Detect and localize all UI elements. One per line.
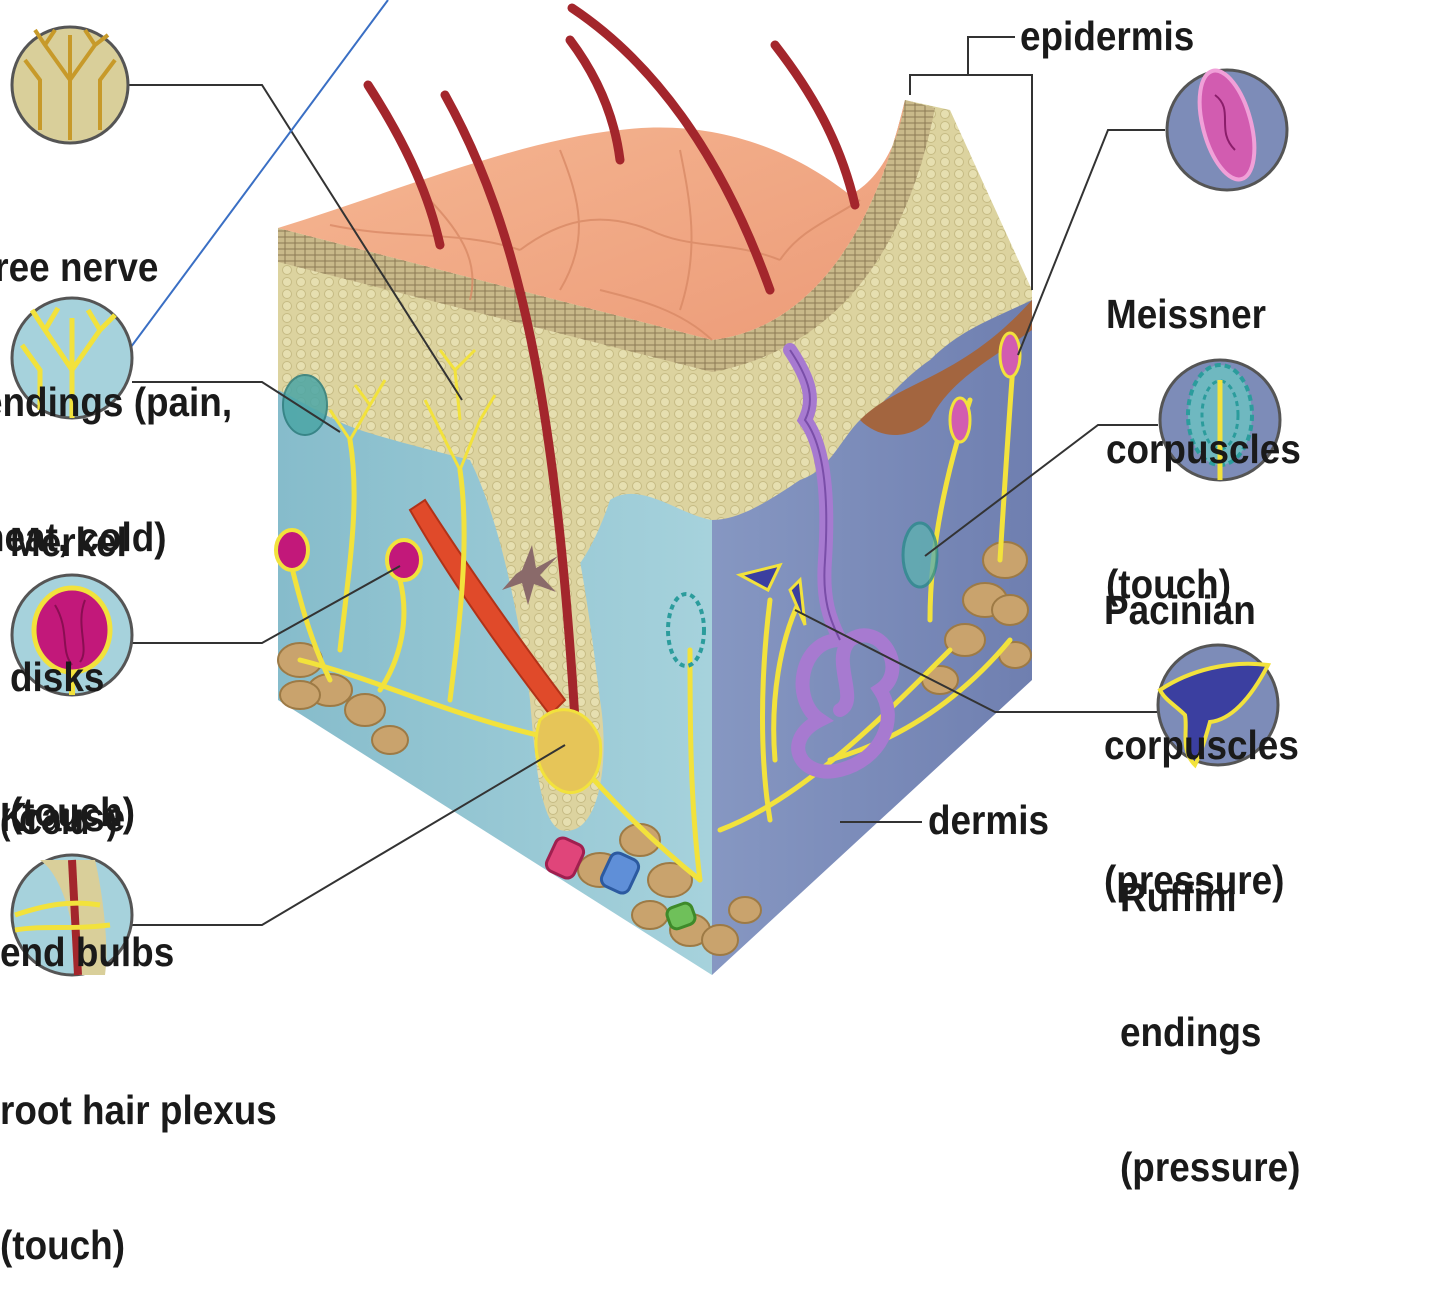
- epidermis-ridges: [860, 300, 1032, 435]
- inset-free-nerve: [10, 25, 130, 145]
- nerve-branches: [328, 348, 497, 471]
- krause-line-2: end bulbs: [0, 929, 175, 975]
- inset-krause: [10, 573, 134, 697]
- melanocyte: [502, 545, 558, 605]
- pacinian-line-1: Pacinian: [1104, 587, 1256, 633]
- pacinian-line-3: (pressure): [1104, 857, 1285, 903]
- ruffini-line-3: (pressure): [1120, 1144, 1301, 1190]
- label-root-hair-plexus: root hair plexus (touch): [0, 998, 277, 1313]
- inset-meissner: [1165, 68, 1289, 192]
- root-hair-line-2: (touch): [0, 1222, 126, 1268]
- label-pacinian-corpuscles: Pacinian corpuscles (pressure): [1104, 498, 1299, 948]
- pacinian-right: [901, 521, 939, 589]
- krause-bulbs-block: [274, 528, 423, 582]
- leader-pacinian: [924, 424, 1158, 557]
- label-meissner-corpuscles: Meissner corpuscles (touch): [1106, 202, 1301, 652]
- label-dermis: dermis: [928, 797, 1050, 843]
- hair-shafts: [363, 3, 860, 725]
- annotation-blue-line: [124, 0, 389, 356]
- pacinian-left: [666, 592, 706, 668]
- blood-vessels: [544, 836, 697, 931]
- label-krause-cold: ( Cold ): [0, 803, 118, 842]
- inset-pacinian: [1158, 358, 1282, 482]
- inset-merkel: [10, 296, 134, 420]
- krause-line-1: Krause: [0, 794, 126, 840]
- diagram-canvas: [10, 0, 1289, 977]
- leader-krause: [132, 565, 401, 644]
- sweat-gland-outline: [789, 349, 841, 641]
- label-merkel-disks: Merkel disks (touch): [10, 430, 135, 880]
- meissner-line-3: (touch): [1106, 561, 1232, 607]
- label-epidermis: epidermis: [1020, 13, 1195, 59]
- ruffini-line-2: endings: [1120, 1009, 1262, 1055]
- merkel-line-3: (touch): [10, 789, 136, 835]
- merkel-line-2: disks: [10, 654, 105, 700]
- label-free-nerve-endings: free nerve endings (pain, heat, cold): [0, 155, 232, 605]
- label-ruffini-endings: Ruffini endings (pressure): [1120, 785, 1300, 1235]
- skin-block: [274, 3, 1032, 975]
- stratum-layer-left: [278, 228, 712, 372]
- fat-lobules: [277, 541, 1032, 956]
- free-nerve-line-2: endings (pain,: [0, 379, 233, 425]
- meissner-block: [948, 331, 1022, 444]
- inset-ruffini: [1156, 643, 1280, 769]
- leader-lines: [128, 36, 1165, 926]
- leader-epidermis: [909, 36, 1033, 290]
- inset-root-hair: [10, 853, 134, 977]
- meissner-line-1: Meissner: [1106, 291, 1266, 337]
- root-hair-plexus-knot: [534, 708, 603, 794]
- merkel-block-cell: [282, 374, 328, 436]
- leader-root-hair: [132, 744, 566, 926]
- leader-free-nerve: [128, 84, 463, 401]
- leader-ruffini: [794, 609, 1158, 713]
- pacinian-line-2: corpuscles: [1104, 722, 1299, 768]
- skin-receptor-diagram: free nerve endings (pain, heat, cold) Me…: [0, 0, 1301, 1268]
- merkel-line-1: Merkel: [10, 519, 127, 565]
- leader-meissner: [1017, 129, 1165, 356]
- leader-merkel: [132, 381, 341, 433]
- stratum-layer-right: [712, 100, 935, 372]
- meissner-line-2: corpuscles: [1106, 426, 1301, 472]
- free-nerve-line-1: free nerve: [0, 244, 159, 290]
- ruffini-line-1: Ruffini: [1120, 874, 1237, 920]
- root-hair-line-1: root hair plexus: [0, 1087, 277, 1133]
- free-nerve-line-3: heat, cold): [0, 514, 167, 560]
- label-krause-end-bulbs: Krause end bulbs: [0, 705, 174, 1020]
- epidermis-right-face: [712, 100, 1032, 520]
